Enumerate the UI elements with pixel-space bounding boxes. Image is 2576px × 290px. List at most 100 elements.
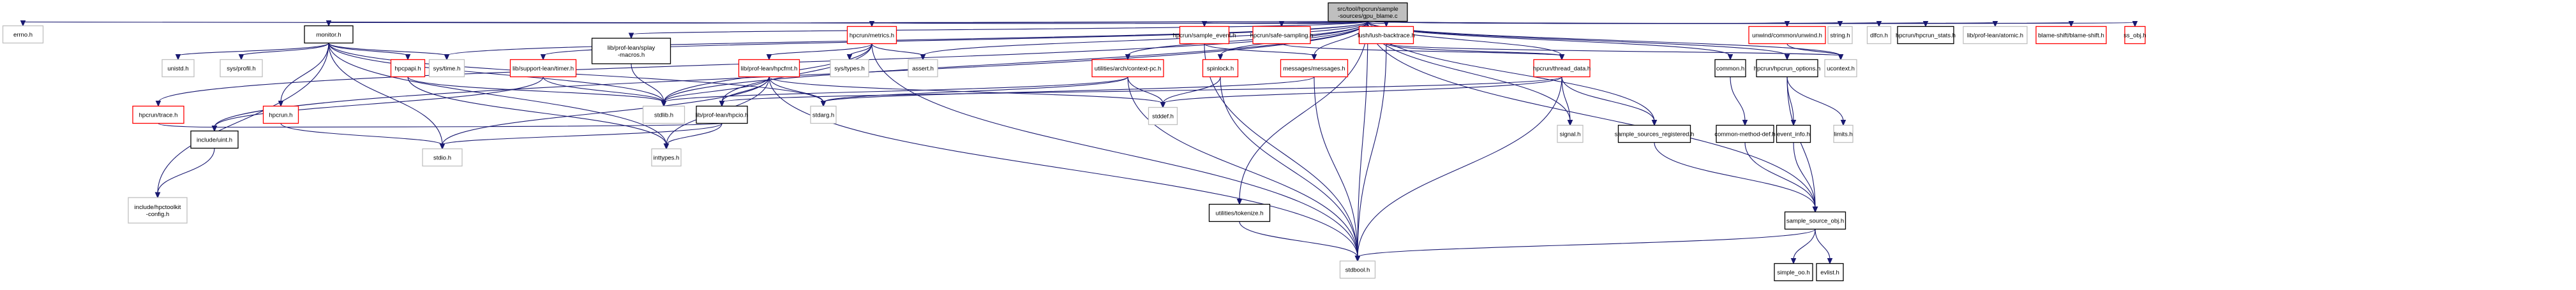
edge-hpcfmt-to-stddef [768,76,1166,108]
node-messages[interactable]: messages/messages.h [1280,59,1349,78]
edge-line [214,122,723,128]
edge-hpcfmt-to-stdbool [768,76,1361,262]
node-tokenize[interactable]: utilities/tokenize.h [1208,203,1271,222]
node-label: hpcrun/metrics.h [850,33,894,40]
node-hpcrun-h[interactable]: hpcrun.h [262,105,299,124]
node-box [1756,59,1818,78]
node-simple-oo[interactable]: simple_oo.h [1774,263,1813,282]
node-label: monitor.h [316,32,341,39]
node-box [390,59,426,78]
node-ss-obj[interactable]: ss_obj.h [2123,25,2146,45]
node-box [128,197,188,224]
node-label: hpcrun/trace.h [139,112,178,119]
node-box [1208,203,1271,222]
node-hpcrun-options[interactable]: hpcrun/hpcrun_options.h [1754,59,1821,78]
node-common-method[interactable]: common-method-def.h [1714,124,1776,143]
node-label: sys/profil.h [227,66,255,73]
arrowhead-icon [1559,54,1565,61]
node-context-pc[interactable]: utilities/arch/context-pc.h [1091,59,1164,78]
edge-root-to-ss_obj_h [1367,21,1818,213]
node-ss-obj-h[interactable]: sample_source_obj.h [1784,211,1846,230]
node-ss-registered[interactable]: sample_sources_registered.h [1615,124,1695,143]
arrowhead-icon [175,54,181,61]
node-hpcpapi[interactable]: hpcpapi.h [390,59,426,78]
node-root[interactable]: src/tool/hpcrun/sample-sources/gpu_blame… [1328,2,1408,22]
arrowhead-icon [1311,54,1317,61]
node-label: src/tool/hpcrun/sample [1337,6,1398,13]
node-label: -macros.h [618,52,645,59]
node-stddef: stddef.h [1148,106,1178,126]
node-label: lib/prof-lean/hpcfmt.h [741,66,798,73]
arrowhead-icon [211,126,218,132]
node-uint[interactable]: include/uint.h [190,130,239,149]
edge-line [328,42,447,57]
node-trace[interactable]: hpcrun/trace.h [132,105,184,124]
edge-monitor-to-profil [238,42,329,61]
node-splay[interactable]: lib/prof-lean/splay-macros.h [591,38,671,64]
edge-line [1204,43,1358,257]
edge-line [1793,142,1816,208]
edge-line [407,76,667,145]
arrowhead-icon [661,101,667,107]
node-safe-sampling[interactable]: hpcrun/safe-sampling.h [1250,25,1314,45]
node-label: assert.h [912,66,934,73]
node-box [696,105,748,124]
node-stdlib: stdlib.h [642,105,685,124]
edge-line [1239,221,1358,257]
node-unistd: unistd.h [161,59,195,78]
node-label: hpcrun/safe-sampling.h [1250,33,1314,40]
arrowhead-icon [1812,207,1818,213]
edge-line [214,76,544,127]
node-common[interactable]: common.h [1714,59,1746,78]
node-thread-data[interactable]: hpcrun/thread_data.h [1533,59,1591,78]
edge-line [1730,76,1746,122]
node-timer[interactable]: lib/support-lean/timer.h [509,59,577,78]
node-stdio: stdio.h [422,148,463,167]
edge-metrics-to-assert [871,43,926,61]
node-box [1328,2,1408,22]
node-box [1897,25,1954,45]
edge-metrics-to-systypes [846,43,872,61]
node-hpcfmt[interactable]: lib/prof-lean/hpcfmt.h [738,59,800,78]
node-label: stddef.h [1152,113,1174,120]
arrowhead-icon [1876,21,1882,27]
edge-line [1786,76,1816,208]
edge-line [328,42,408,57]
arrowhead-icon [1992,21,1998,27]
node-box [908,59,938,78]
node-stdbool: stdbool.h [1339,260,1376,279]
node-box [1339,260,1376,279]
node-hpcrun-stats[interactable]: hpcrun/hpcrun_stats.h [1896,25,1956,45]
node-lush[interactable]: lush/lush-backtrace.h [1358,25,1415,45]
edge-line [442,76,770,145]
edge-thread_data-to-stdbool [1354,76,1562,262]
node-event-info[interactable]: event_info.h [1776,124,1811,143]
edge-trace-to-uint [158,122,218,132]
node-metrics[interactable]: hpcrun/metrics.h [846,25,897,45]
edges-layer [20,20,2138,265]
node-unwind[interactable]: unwind/common/unwind.h [1748,25,1826,45]
node-blame-shift[interactable]: blame-shift/blame-shift.h [2035,25,2107,45]
edge-ss_obj_h-to-simple_oo [1790,229,1816,265]
arrowhead-icon [1922,21,1929,27]
edge-line [663,76,1128,103]
edge-root-to-blame_shift [1367,20,2074,27]
edge-line [871,43,1358,257]
node-spinlock[interactable]: spinlock.h [1202,59,1239,78]
edge-line [1386,43,1841,57]
edge-root-to-string [1367,20,1843,27]
node-monitor[interactable]: monitor.h [304,25,354,44]
edge-line [1561,76,1571,122]
node-box [1866,25,1892,45]
node-sample-event[interactable]: hpcrun/sample_event.h [1173,25,1236,45]
node-hpcio[interactable]: lib/prof-lean/hpcio.h [696,105,749,124]
arrowhead-icon [628,33,634,40]
edge-line [407,76,664,103]
node-box [591,38,671,64]
edge-root-to-context_pc [1125,21,1368,61]
node-box [220,59,263,78]
edge-line [768,76,824,103]
edge-thread_data-to-stddef [1160,76,1562,108]
node-evlist[interactable]: evlist.h [1816,263,1844,282]
node-box [651,148,682,167]
